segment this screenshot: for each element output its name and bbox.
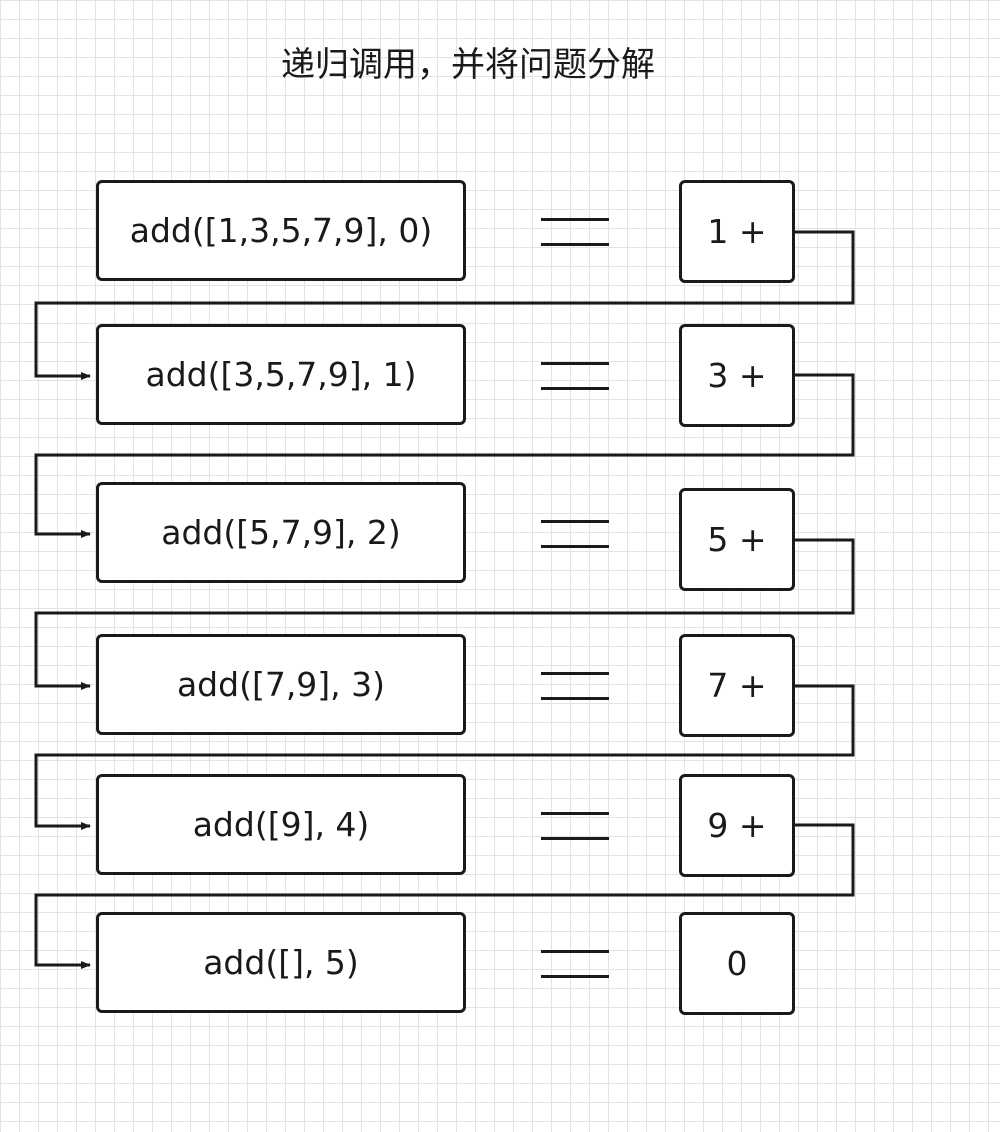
call-box-step-3: add([5,7,9], 2)	[96, 482, 466, 583]
call-label: add([3,5,7,9], 1)	[145, 355, 417, 394]
call-box-step-6: add([], 5)	[96, 912, 466, 1013]
term-label: 3 +	[707, 356, 767, 395]
term-box-step-5: 9 +	[679, 774, 795, 877]
call-box-step-5: add([9], 4)	[96, 774, 466, 875]
call-box-step-4: add([7,9], 3)	[96, 634, 466, 735]
term-label: 1 +	[707, 212, 767, 251]
equals-sign-step-6	[541, 950, 609, 978]
term-label: 5 +	[707, 520, 767, 559]
call-label: add([9], 4)	[192, 805, 370, 844]
term-box-step-4: 7 +	[679, 634, 795, 737]
term-label: 7 +	[707, 666, 767, 705]
term-label: 0	[726, 944, 748, 983]
equals-sign-step-5	[541, 812, 609, 840]
equals-sign-step-3	[541, 520, 609, 548]
call-label: add([], 5)	[203, 943, 359, 982]
term-box-step-2: 3 +	[679, 324, 795, 427]
term-label: 9 +	[707, 806, 767, 845]
call-box-step-2: add([3,5,7,9], 1)	[96, 324, 466, 425]
diagram-title: 递归调用，并将问题分解	[281, 45, 655, 85]
call-box-step-1: add([1,3,5,7,9], 0)	[96, 180, 466, 281]
call-label: add([7,9], 3)	[176, 665, 386, 704]
term-box-step-3: 5 +	[679, 488, 795, 591]
call-label: add([5,7,9], 2)	[161, 513, 401, 552]
term-box-step-1: 1 +	[679, 180, 795, 283]
equals-sign-step-2	[541, 362, 609, 390]
equals-sign-step-1	[541, 218, 609, 246]
call-label: add([1,3,5,7,9], 0)	[129, 211, 433, 250]
term-box-step-6: 0	[679, 912, 795, 1015]
equals-sign-step-4	[541, 672, 609, 700]
